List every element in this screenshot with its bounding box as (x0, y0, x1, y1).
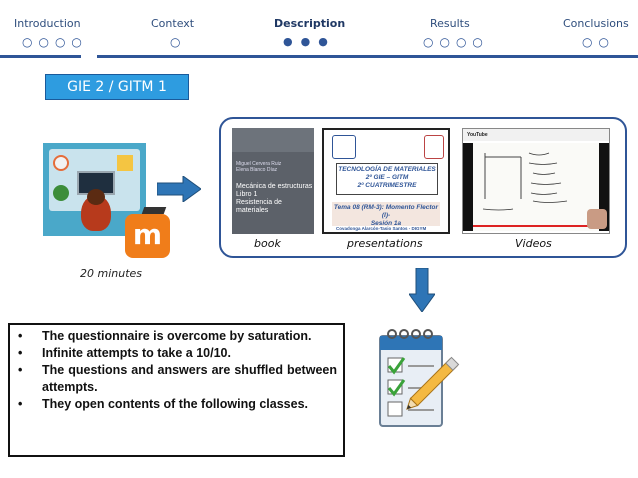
book-author: Miguel Cervera Ruiz (236, 161, 282, 167)
arrow-right-icon (157, 176, 201, 202)
book-author: Elena Blanco Díaz (236, 167, 278, 173)
list-item: Infinite attempts to take a 10/10. (18, 345, 337, 362)
arrow-down-icon (409, 268, 435, 312)
presentation-title-line: 2º CUATRIMESTRE (357, 182, 417, 189)
video-progress-bar[interactable] (473, 225, 599, 227)
checklist-pencil-icon (379, 329, 460, 427)
videos-label: Videos (515, 237, 552, 250)
presentation-title-box: TECNOLOGÍA DE MATERIALES 2º GIE – GITM 2… (336, 163, 438, 195)
nav-item-description[interactable]: Description (274, 17, 346, 30)
nav-item-context[interactable]: Context (151, 17, 195, 30)
video-thumbnail[interactable]: YouTube (462, 128, 610, 234)
nav-item-results[interactable]: Results (430, 17, 470, 30)
presentation-session-line: Sesión 1a (370, 220, 402, 227)
presenter-avatar (587, 209, 607, 229)
list-item: They open contents of the following clas… (18, 396, 337, 413)
student-desk-illustration (43, 143, 146, 236)
list-item: The questions and answers are shuffled b… (18, 362, 337, 396)
nav-dots-conclusions: ○○ (582, 35, 615, 49)
progress-bar-right (97, 55, 638, 58)
quiz-features-list: The questionnaire is overcome by saturat… (18, 328, 337, 413)
whiteboard-video-frame (473, 143, 599, 231)
school-crest-icon (424, 135, 444, 159)
nav-item-conclusions[interactable]: Conclusions (563, 17, 629, 30)
book-title-line: Resistencia de materiales (236, 199, 282, 214)
youtube-logo: YouTube (467, 132, 488, 138)
nav-dots-introduction: ○○○○ (22, 35, 88, 49)
presentation-session-line: Tema 08 (RM-3): Momento Flector (I)- (333, 204, 439, 219)
presentation-title-line: TECNOLOGÍA DE MATERIALES (338, 166, 436, 173)
nav-dots-context: ○ (170, 35, 187, 49)
quiz-features-box: The questionnaire is overcome by saturat… (8, 323, 345, 457)
group-label: GIE 2 / GITM 1 (45, 74, 189, 100)
list-item: The questionnaire is overcome by saturat… (18, 328, 337, 345)
moodle-logo-icon: m (125, 207, 170, 258)
book-title-line: Libro 1 (236, 191, 258, 198)
time-label: 20 minutes (80, 267, 143, 280)
nav-dots-description: ●●● (283, 35, 336, 48)
progress-bar-left (0, 55, 81, 58)
university-logo-icon (332, 135, 356, 159)
book-thumbnail[interactable]: Miguel Cervera Ruiz Elena Blanco Díaz Me… (232, 128, 314, 234)
presentation-thumbnail[interactable]: TECNOLOGÍA DE MATERIALES 2º GIE – GITM 2… (322, 128, 450, 234)
presentation-title-line: 2º GIE – GITM (365, 174, 409, 181)
nav-item-introduction[interactable]: Introduction (14, 17, 81, 30)
presentation-author: Covadonga Alarcón-Tasio Santos - DIGYM (336, 226, 427, 231)
presentation-session-box: Tema 08 (RM-3): Momento Flector (I)- Ses… (332, 202, 440, 227)
presentations-label: presentations (347, 237, 423, 250)
book-title-line: Mecánica de estructuras (236, 183, 313, 190)
book-label: book (254, 237, 281, 250)
nav-dots-results: ○○○○ (423, 35, 489, 49)
